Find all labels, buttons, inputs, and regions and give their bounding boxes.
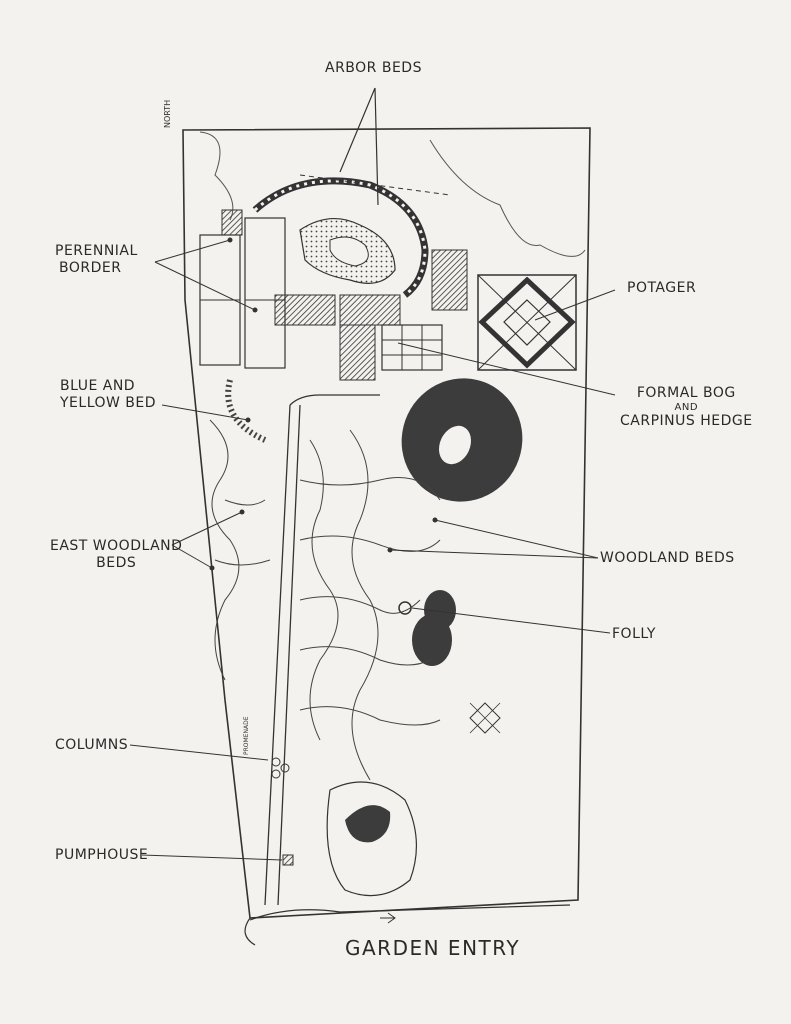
potager (477, 274, 577, 371)
label-perennial-line1: PERENNIAL (55, 243, 138, 259)
main-pond (401, 378, 523, 502)
central-hedge-blocks (274, 249, 468, 381)
entry-path (249, 904, 571, 921)
label-east-woodland-line1: EAST WOODLAND (50, 538, 183, 554)
label-blue-yellow-bed: BLUE AND YELLOW BED (60, 378, 156, 412)
pumphouse-marker (282, 854, 294, 866)
label-formal-bog-line2: AND (674, 402, 699, 413)
label-perennial-line2: BORDER (59, 260, 122, 276)
blue-yellow-bed (225, 379, 267, 443)
columns-marker (271, 757, 290, 779)
arbor-beds (252, 87, 451, 298)
label-blue-yellow-line1: BLUE AND (60, 378, 136, 394)
label-formal-bog: FORMAL BOG AND CARPINUS HEDGE (620, 385, 753, 430)
label-woodland-beds: WOODLAND BEDS (600, 550, 735, 566)
label-pumphouse: PUMPHOUSE (55, 847, 149, 863)
label-formal-bog-line3: CARPINUS HEDGE (620, 413, 753, 429)
label-garden-entry: GARDEN ENTRY (345, 936, 521, 960)
leader-lines (129, 239, 616, 861)
label-columns: COLUMNS (55, 737, 129, 753)
formal-bog (381, 324, 443, 371)
label-potager: POTAGER (627, 280, 697, 296)
label-east-woodland-line2: BEDS (96, 555, 137, 571)
label-formal-bog-line1: FORMAL BOG (636, 385, 736, 401)
diamond-marker (469, 702, 501, 734)
woodland-paths (209, 419, 441, 781)
label-promenade: PROMENADE (243, 716, 250, 755)
north-indicator: NORTH (163, 99, 172, 128)
label-folly: FOLLY (612, 626, 656, 642)
label-arbor-beds: ARBOR BEDS (325, 60, 422, 76)
lower-bed (326, 781, 417, 897)
folly-ponds (398, 590, 456, 666)
promenade-path (264, 394, 380, 906)
label-perennial-border: PERENNIAL BORDER (55, 243, 138, 277)
perennial-border-beds (199, 209, 286, 369)
label-east-woodland-beds: EAST WOODLAND BEDS (50, 538, 182, 572)
label-blue-yellow-line2: YELLOW BED (60, 395, 157, 411)
site-boundary (182, 127, 591, 919)
